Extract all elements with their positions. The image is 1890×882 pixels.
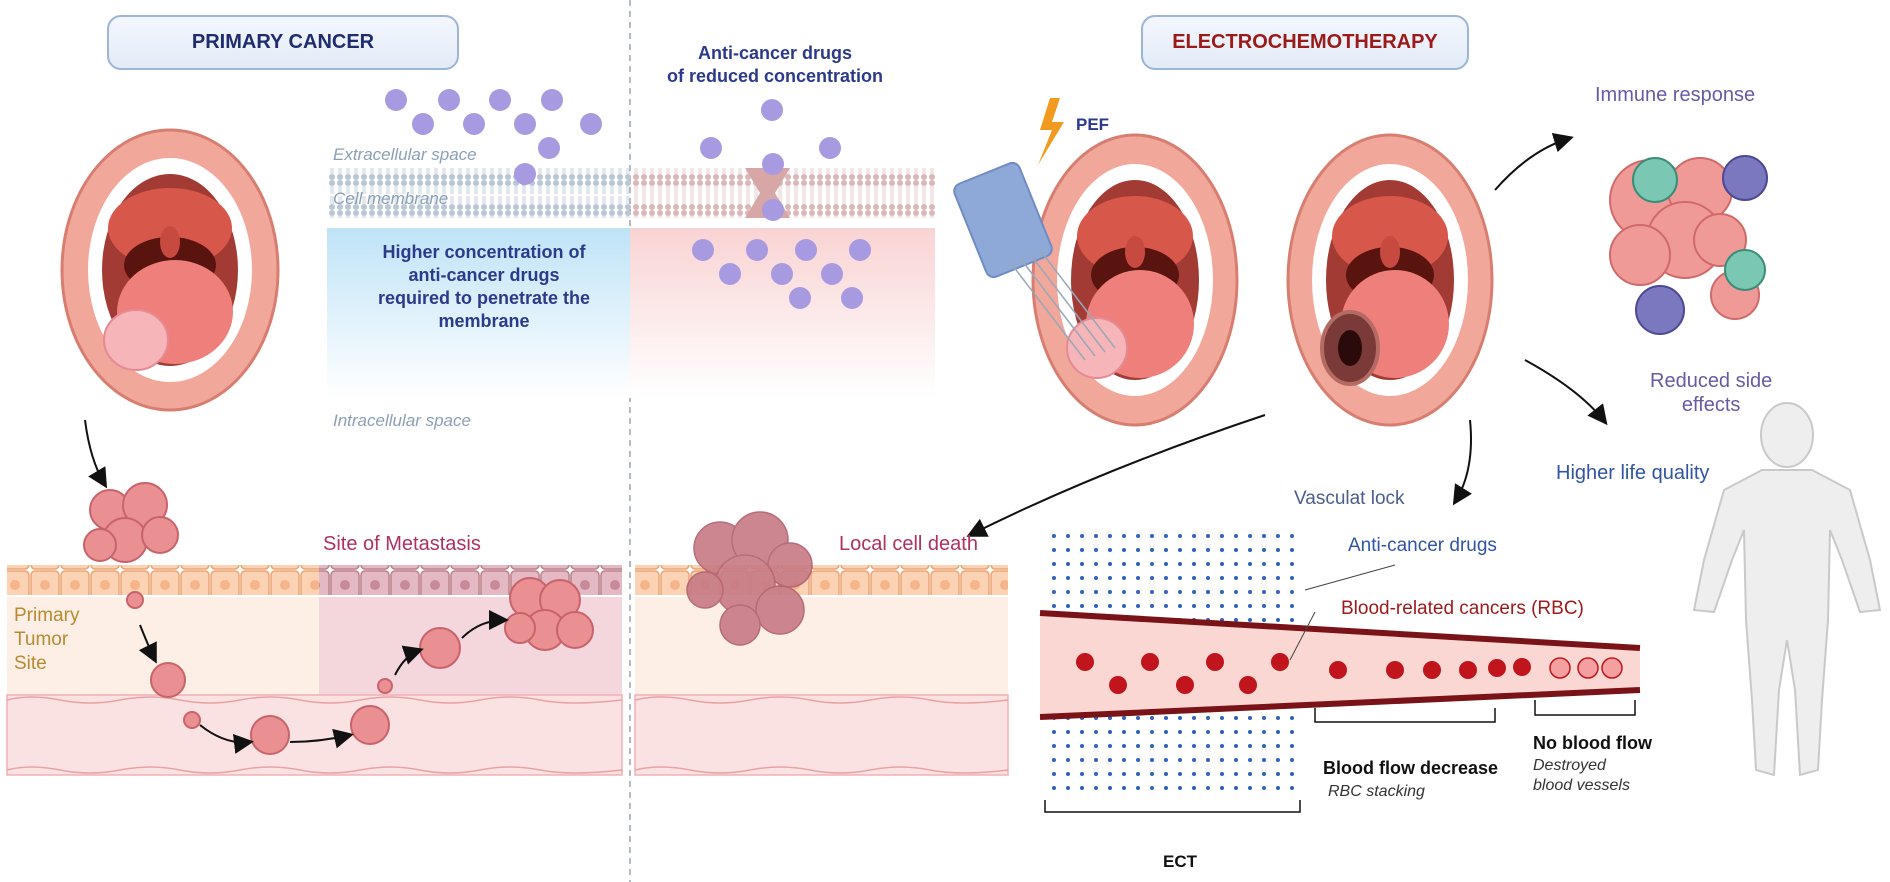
label-reduced-concentration: Anti-cancer drugs of reduced concentrati… bbox=[660, 42, 890, 88]
label-local-cell-death: Local cell death bbox=[839, 533, 978, 555]
label-intracellular: Intracellular space bbox=[333, 411, 471, 430]
higher-concentration-line-4: membrane bbox=[438, 311, 530, 331]
destroyed-line-2: blood vessels bbox=[1533, 777, 1630, 794]
drug-pointer bbox=[1304, 564, 1396, 591]
blood-vessel-layer bbox=[6, 694, 623, 776]
human-silhouette-icon bbox=[1692, 402, 1882, 777]
label-ect: ECT bbox=[1163, 852, 1197, 871]
label-higher-life-quality: Higher life quality bbox=[1556, 462, 1710, 484]
label-blood-flow-decrease: Blood flow decrease bbox=[1323, 758, 1499, 778]
ect-bracket bbox=[1044, 800, 1301, 813]
label-cell-membrane: Cell membrane bbox=[333, 189, 449, 208]
label-no-blood-flow: No blood flow bbox=[1533, 733, 1652, 753]
immune-cell-icon bbox=[1609, 155, 1768, 335]
higher-concentration-line-2: anti-cancer drugs bbox=[408, 265, 560, 285]
label-pef: PEF bbox=[1076, 115, 1110, 134]
panel-title-primary: PRIMARY CANCER bbox=[107, 15, 459, 70]
intracellular-pink bbox=[630, 228, 935, 398]
drug-particles-right bbox=[692, 99, 871, 309]
drug-particles-left bbox=[385, 89, 602, 185]
primary-tumor-line-2: Tumor bbox=[14, 629, 69, 650]
tumor-cluster-icon bbox=[83, 482, 179, 563]
reduced-side-line-1: Reduced side bbox=[1650, 370, 1773, 392]
label-extracellular: Extracellular space bbox=[333, 145, 477, 164]
rbc-pointer bbox=[1289, 611, 1316, 661]
label-higher-concentration: Higher concentration of anti-cancer drug… bbox=[352, 241, 616, 333]
cell-membrane-left bbox=[327, 168, 630, 218]
red-blood-cells bbox=[1076, 653, 1531, 694]
migrating-tumor-cells bbox=[126, 591, 461, 755]
flow-arrows bbox=[84, 133, 1608, 537]
electrode-icon bbox=[953, 161, 1116, 361]
destroyed-rbc bbox=[1549, 657, 1623, 679]
label-anti-cancer-drugs: Anti-cancer drugs bbox=[1348, 535, 1497, 556]
reduced-concentration-line-2: of reduced concentration bbox=[666, 66, 884, 86]
mouth-illustration-pef bbox=[1031, 133, 1239, 427]
label-vascular-lock: Vasculat lock bbox=[1294, 488, 1405, 509]
intracellular-blue bbox=[327, 228, 630, 398]
cell-death-cluster bbox=[686, 511, 813, 646]
higher-concentration-line-3: required to penetrate the bbox=[377, 288, 591, 308]
primary-tumor-line-1: Primary bbox=[14, 605, 80, 626]
no-flow-bracket bbox=[1534, 700, 1636, 716]
reduced-concentration-line-1: Anti-cancer drugs bbox=[697, 43, 853, 63]
migration-arrows bbox=[138, 610, 509, 754]
panel-title-ect: ELECTROCHEMOTHERAPY bbox=[1141, 15, 1469, 70]
mouth-illustration-primary bbox=[60, 128, 280, 412]
label-blood-related-cancers: Blood-related cancers (RBC) bbox=[1341, 598, 1584, 619]
lightning-icon bbox=[1038, 98, 1064, 165]
label-destroyed-vessels: Destroyed blood vessels bbox=[1533, 756, 1630, 796]
flow-decrease-bracket bbox=[1314, 708, 1496, 723]
reduced-side-line-2: effects bbox=[1681, 394, 1741, 416]
label-site-of-metastasis: Site of Metastasis bbox=[323, 533, 481, 555]
higher-concentration-line-1: Higher concentration of bbox=[382, 242, 586, 262]
destroyed-line-1: Destroyed bbox=[1533, 757, 1606, 774]
label-reduced-side-effects: Reduced side effects bbox=[1650, 369, 1772, 417]
label-immune-response: Immune response bbox=[1595, 84, 1756, 106]
label-primary-tumor-site: Primary Tumor Site bbox=[14, 604, 79, 676]
mouth-illustration-treated bbox=[1286, 133, 1494, 427]
primary-tumor-line-3: Site bbox=[14, 653, 47, 674]
panel-title-ect-text: ELECTROCHEMOTHERAPY bbox=[1172, 31, 1438, 53]
label-rbc-stacking: RBC stacking bbox=[1328, 783, 1425, 800]
metastasis-cluster bbox=[504, 577, 594, 651]
